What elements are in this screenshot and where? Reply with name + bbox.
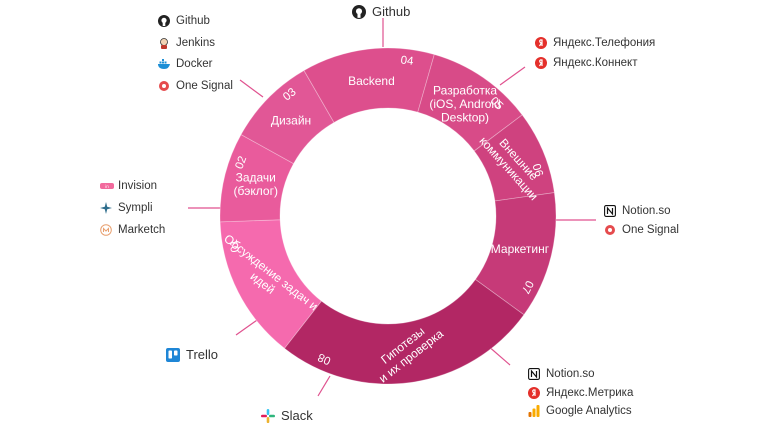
- tool-label: Github: [176, 15, 210, 27]
- segment-label-04: Backend: [348, 74, 395, 88]
- tool-slack: Slack: [261, 408, 313, 423]
- tool-yandex-telephony: Яндекс.Телефония: [535, 37, 655, 49]
- notion-icon: [528, 368, 540, 380]
- segment-number-07: 07: [519, 278, 536, 295]
- slack-icon: [261, 408, 275, 423]
- tool-notion-marketing: Notion.so: [604, 205, 671, 217]
- tool-github-development: Github: [352, 4, 410, 19]
- segment-number-01: 01: [228, 238, 242, 253]
- ring-segment-01: [219, 219, 323, 349]
- tool-label: Sympli: [118, 202, 153, 214]
- tool-label: One Signal: [622, 224, 679, 236]
- tool-invision: in Invision: [100, 180, 157, 192]
- docker-icon: [158, 58, 170, 70]
- tool-trello: Trello: [166, 347, 218, 362]
- marketch-icon: [100, 224, 112, 236]
- connector-discussion: [317, 375, 331, 397]
- tool-notion-hypotheses: Notion.so: [528, 368, 595, 380]
- connector-lines: [188, 18, 596, 397]
- tool-label: Notion.so: [622, 205, 671, 217]
- connector-backlog: [235, 317, 261, 336]
- sympli-icon: [100, 202, 112, 214]
- invision-icon: in: [100, 180, 114, 192]
- yandex-icon: [528, 387, 540, 399]
- tool-label: One Signal: [176, 80, 233, 92]
- connector-communications: [499, 66, 526, 86]
- segment-label-02: Задачи(бэклог): [234, 171, 278, 199]
- process-ring: [219, 47, 557, 385]
- tool-docker: Docker: [158, 58, 212, 70]
- tool-yandex-metrika: Яндекс.Метрика: [528, 387, 633, 399]
- segment-label-03: Дизайн: [271, 114, 311, 128]
- ring-segment-06: [473, 114, 555, 202]
- tool-label: Яндекс.Метрика: [546, 387, 634, 399]
- tool-onesignal-backend: One Signal: [158, 80, 233, 92]
- tool-label: Google Analytics: [546, 405, 632, 417]
- tool-onesignal-marketing: One Signal: [604, 224, 679, 236]
- tool-label: Docker: [176, 58, 213, 70]
- tool-label: Trello: [186, 347, 219, 362]
- ring-segment-08: [284, 278, 525, 385]
- segment-number-06: 06: [530, 163, 545, 179]
- ring-segment-07: [474, 192, 557, 316]
- segment-number-02: 02: [234, 155, 250, 171]
- ring-segment-05: [417, 54, 523, 152]
- trello-icon: [166, 347, 180, 362]
- yandex-icon: [535, 37, 547, 49]
- tool-google-analytics: Google Analytics: [528, 405, 632, 417]
- tool-jenkins: Jenkins: [158, 37, 215, 49]
- tool-label: Jenkins: [176, 37, 215, 49]
- tool-yandex-connect: Яндекс.Коннект: [535, 57, 638, 69]
- tool-label: Яндекс.Телефония: [553, 37, 656, 49]
- notion-icon: [604, 205, 616, 217]
- tool-marketch: Marketch: [100, 224, 165, 236]
- tool-label: Github: [372, 4, 411, 19]
- tool-label: Invision: [118, 180, 157, 192]
- tool-label: Slack: [281, 408, 313, 423]
- onesignal-icon: [158, 80, 170, 92]
- tool-sympli: Sympli: [100, 202, 153, 214]
- jenkins-icon: [158, 37, 170, 49]
- google-analytics-icon: [528, 405, 540, 417]
- github-icon: [352, 4, 366, 19]
- onesignal-icon: [604, 224, 616, 236]
- segment-number-04: 04: [400, 54, 415, 68]
- github-icon: [158, 15, 170, 27]
- tool-label: Marketch: [118, 224, 166, 236]
- yandex-icon: [535, 57, 547, 69]
- tool-github-backend: Github: [158, 15, 210, 27]
- svg-text:in: in: [105, 184, 109, 189]
- segment-number-08: 08: [316, 350, 333, 366]
- ring-segment-04: [303, 47, 435, 124]
- tool-label: Notion.so: [546, 368, 595, 380]
- connector-backend: [239, 79, 264, 98]
- segment-label-07: Маркетинг: [491, 242, 550, 256]
- tool-label: Яндекс.Коннект: [553, 57, 638, 69]
